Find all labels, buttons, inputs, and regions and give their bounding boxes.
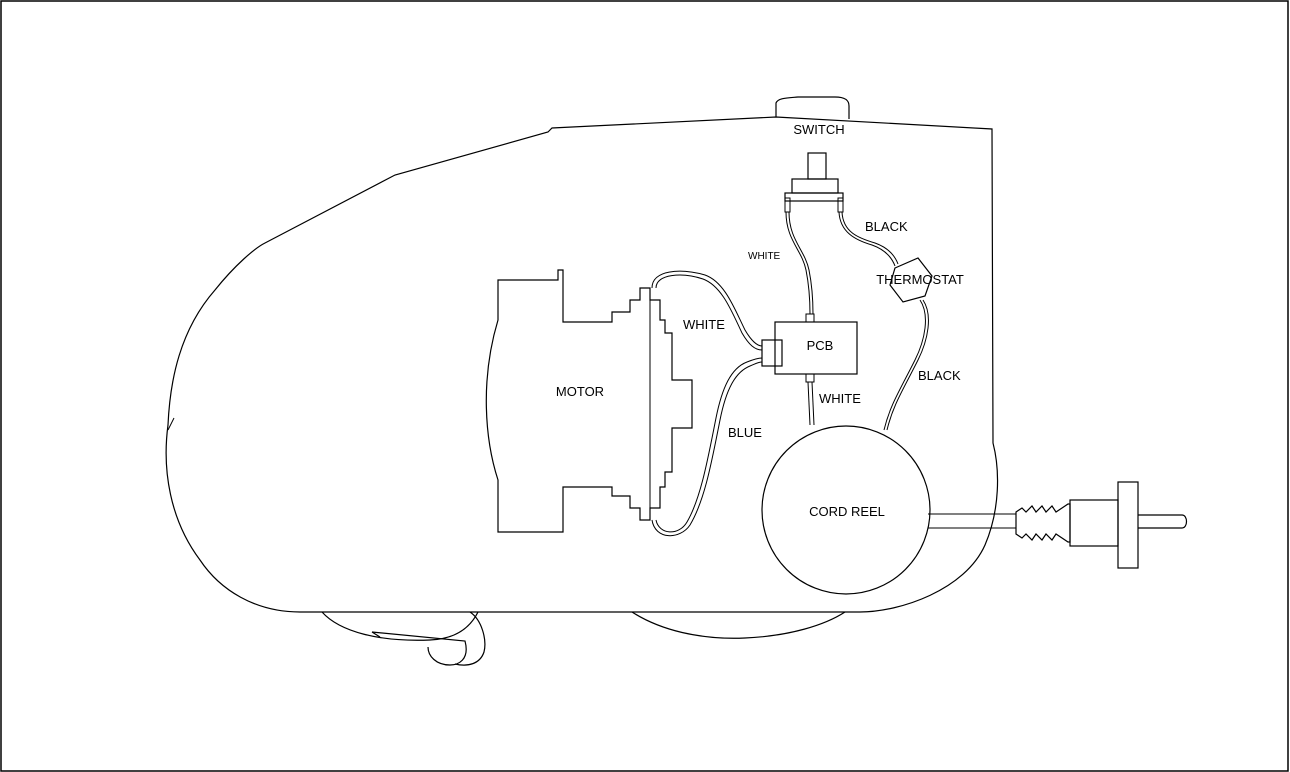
wire-label-white-reel: WHITE [819,391,861,406]
thermostat: THERMOSTAT [876,257,964,303]
motor: MOTOR [485,269,693,533]
pcb-label: PCB [807,338,834,353]
pcb: PCB [761,313,858,383]
motor-label: MOTOR [556,384,604,399]
wire-label-blue-motor: BLUE [728,425,762,440]
wire-label-black-switch: BLACK [865,219,908,234]
wire-labels: WHITE BLACK WHITE BLUE WHITE BLACK [683,219,961,440]
power-plug [928,481,1188,569]
thermostat-label: THERMOSTAT [876,272,964,287]
wires [651,211,929,537]
cord-reel-label: CORD REEL [809,504,885,519]
vacuum-body [165,96,999,666]
switch: SWITCH [784,122,845,213]
cord-reel: CORD REEL [761,425,931,595]
switch-label: SWITCH [793,122,844,137]
wire-label-white-switch: WHITE [748,251,781,262]
wire-label-white-motor: WHITE [683,317,725,332]
wire-label-black-reel: BLACK [918,368,961,383]
